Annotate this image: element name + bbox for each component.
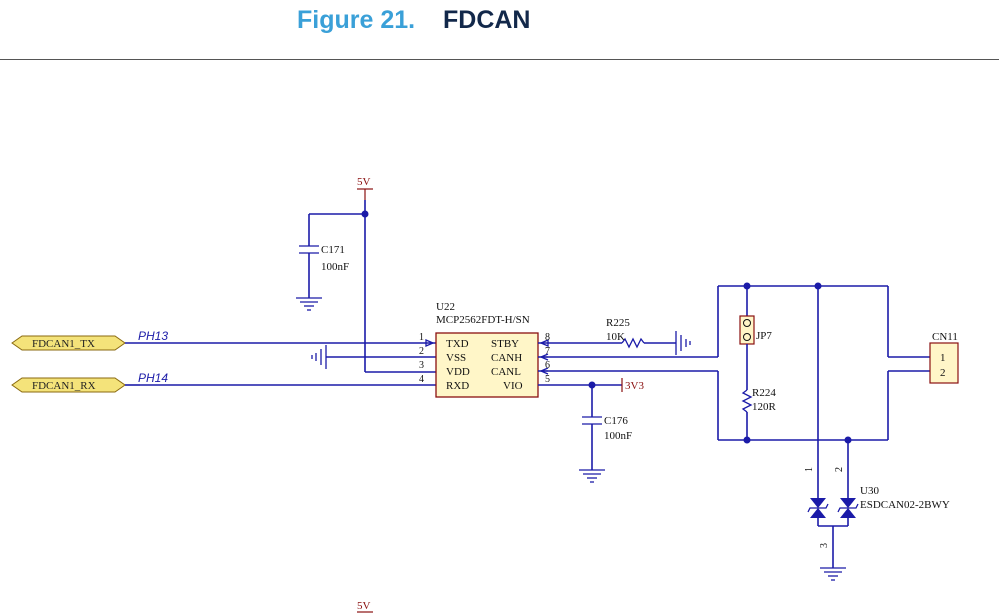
ground-c176 [579, 469, 605, 483]
wires-can-bus [538, 282, 930, 444]
u30-part: ESDCAN02-2BWY [860, 499, 950, 511]
pwr-3v3-label: 3V3 [625, 380, 644, 392]
cn11-pin1: 1 [940, 352, 946, 364]
ground-vss [311, 345, 436, 369]
pwr-5v-bottom-label: 5V [357, 600, 371, 612]
u22-part: MCP2562FDT-H/SN [436, 314, 530, 326]
header-rule [0, 59, 999, 60]
u22-pin7-num: 7 [545, 346, 550, 357]
r224-ref: R224 [752, 387, 776, 399]
u22-pin8-name: STBY [491, 338, 519, 350]
pwr-5v-label: 5V [357, 176, 371, 188]
cn11-pin2: 2 [940, 367, 946, 379]
u22-pin3-name: VDD [446, 366, 470, 378]
u22-pin2-name: VSS [446, 352, 466, 364]
figure-title: FDCAN [443, 6, 531, 34]
u22-pin7-name: CANH [491, 352, 522, 364]
u22-pin3-num: 3 [419, 360, 424, 371]
u22-pin5-name: VIO [503, 380, 523, 392]
ground-u30 [820, 567, 846, 581]
jp7-ref: JP7 [756, 330, 772, 342]
c176-ref: C176 [604, 415, 628, 427]
ground-c171 [296, 297, 322, 311]
u22-ref: U22 [436, 301, 455, 313]
power-5v-bottom: 5V [357, 600, 373, 613]
capacitor-c171: C171 100nF [299, 244, 349, 298]
connector-cn11: CN11 1 2 [929, 331, 959, 384]
r224-value: 120R [752, 401, 777, 413]
r225-ref: R225 [606, 317, 630, 329]
c171-value: 100nF [321, 261, 349, 273]
power-5v-top: 5V [357, 176, 373, 200]
u30-pin3: 3 [819, 543, 830, 548]
u30-pin1: 1 [804, 467, 815, 472]
wires-tx-rx: PH13 PH14 [125, 329, 436, 386]
u22-pin6-name: CANL [491, 366, 521, 378]
jumper-jp7: JP7 [739, 286, 772, 390]
junction-dot [361, 210, 369, 218]
ground-r225 [675, 331, 691, 355]
u30-ref: U30 [860, 485, 879, 497]
u22-pin2-num: 2 [419, 346, 424, 357]
resistor-r224: R224 120R [741, 387, 777, 440]
port-rx-label: FDCAN1_RX [32, 380, 96, 392]
r225-value: 10K [606, 331, 625, 343]
port-fdcan1-tx: FDCAN1_TX [11, 335, 126, 351]
figure-number: Figure 21. [297, 6, 416, 34]
wire-vio-3v3: 3V3 [538, 378, 644, 392]
resistor-r225: R225 10K [538, 317, 676, 349]
wire-5v-rail [308, 200, 436, 373]
capacitor-c176: C176 100nF [582, 385, 632, 470]
port-fdcan1-rx: FDCAN1_RX [11, 377, 126, 393]
ic-u22: U22 MCP2562FDT-H/SN 1 2 3 4 TXD VSS VDD … [419, 301, 550, 398]
esd-u30: 1 2 3 U30 ESDCAN02-2BWY [804, 286, 950, 568]
figure-header: Figure 21. FDCAN [0, 0, 999, 48]
u22-pin1-name: TXD [446, 338, 469, 350]
u22-pin5-num: 5 [545, 374, 550, 385]
net-ph14: PH14 [138, 371, 168, 385]
cn11-ref: CN11 [932, 331, 958, 343]
u22-pin4-num: 4 [419, 374, 424, 385]
u22-pin4-name: RXD [446, 380, 469, 392]
net-ph13: PH13 [138, 329, 168, 343]
u22-pin8-num: 8 [545, 332, 550, 343]
c171-ref: C171 [321, 244, 345, 256]
u22-pin1-num: 1 [419, 332, 424, 343]
u22-pin6-num: 6 [545, 360, 550, 371]
port-tx-label: FDCAN1_TX [32, 338, 95, 350]
c176-value: 100nF [604, 430, 632, 442]
u30-pin2: 2 [834, 467, 845, 472]
